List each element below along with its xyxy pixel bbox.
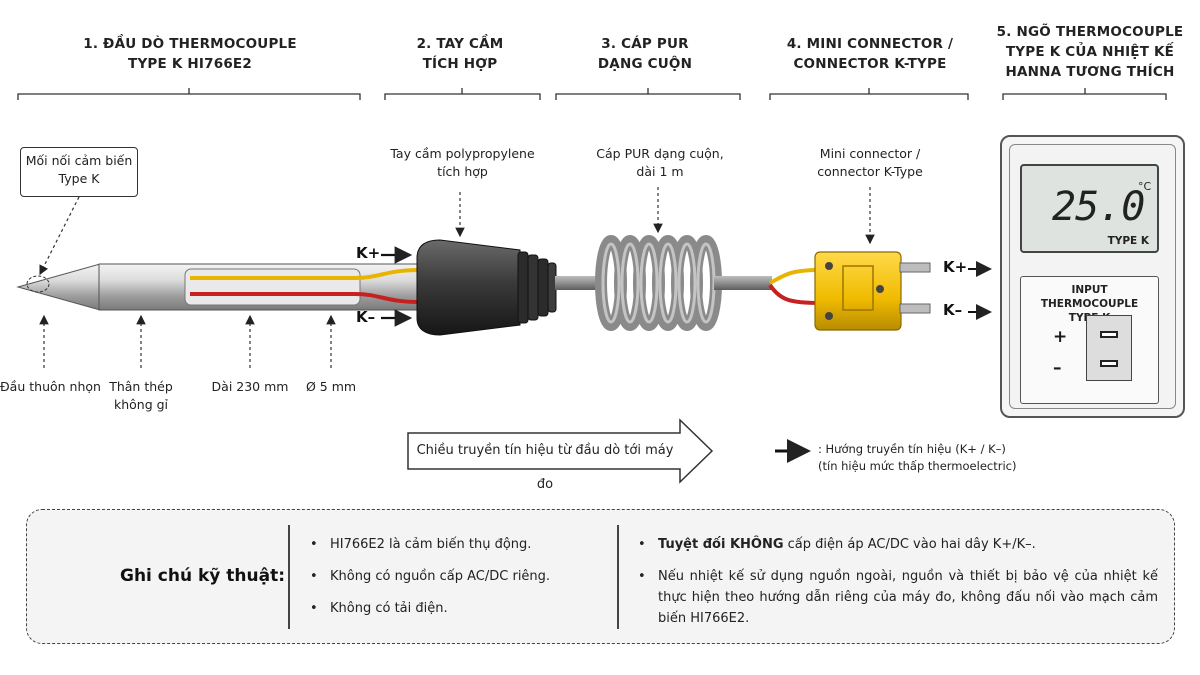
legend-text: : Hướng truyền tín hiệu (K+ / K–)(tín hi… [818,442,1017,473]
pin-plus [899,262,931,273]
handle [416,239,521,336]
handle-ring [517,251,529,324]
lcd-reading: 25.0 [1052,184,1145,230]
handle-ring [527,254,539,321]
junction-marker [26,275,50,293]
flow-direction-text: Chiều truyền tín hiệu từ đầu dò tới máy … [416,443,674,492]
note-left-3: Không có tải điện. [310,598,448,619]
note-right-1: Tuyệt đối KHÔNG cấp điện áp AC/DC vào ha… [638,534,1158,555]
input-plus-label: + [1053,327,1068,347]
note-left-1: HI766E2 là cảm biến thụ động. [310,534,531,555]
notes-divider-left [288,525,290,629]
cable-straight-right [714,276,772,290]
connector-wire-yellow [769,268,821,285]
handle-ring [547,262,557,313]
lcd-display: 25.0 °C TYPE K [1020,164,1159,253]
lcd-type-label: TYPE K [1107,235,1149,247]
notes-title: Ghi chú kỹ thuật: [120,566,286,586]
wire-yellow [190,268,421,280]
handle-kplus-label: K+ [356,244,381,262]
note-right-2: Nếu nhiệt kế sử dụng nguồn ngoài, nguồn … [638,566,1158,629]
diameter-label: Ø 5 mm [305,379,357,394]
thermocouple-socket[interactable] [1086,315,1132,381]
handle-kminus-label: K– [356,308,376,326]
section-brackets [17,88,1167,100]
connector-kminus-label: K– [943,301,963,319]
socket-slot-plus [1100,331,1118,338]
handle-ring [537,258,549,317]
lcd-unit: °C [1138,180,1152,193]
pin-minus [899,303,931,314]
mini-connector [814,251,902,331]
note-right-1-bold: Tuyệt đối KHÔNG [658,537,784,552]
cable-straight-left [555,276,605,290]
flow-arrow [407,418,714,484]
junction-callout [20,147,138,197]
socket-slot-minus [1100,360,1118,367]
length-label: Dài 230 mm [211,379,289,394]
wire-red [190,292,421,304]
probe-cutaway [184,268,361,306]
section-title-connector: 4. MINI CONNECTOR /CONNECTOR K-TYPE [786,36,954,72]
input-minus-label: – [1053,358,1062,378]
tip-label: Đầu thuôn nhọn [0,379,101,394]
probe-tip [16,263,101,311]
connector-kplus-label: K+ [943,258,968,276]
connector-wire-red [768,283,821,305]
note-right-1-rest: cấp điện áp AC/DC vào hai dây K+/K–. [783,537,1036,552]
connector-label: Mini connector /connector K-Type [817,146,923,179]
cable-label: Cáp PUR dạng cuộn,dài 1 m [596,146,724,179]
notes-divider-right [617,525,619,629]
note-left-2: Không có nguồn cấp AC/DC riêng. [310,566,550,587]
